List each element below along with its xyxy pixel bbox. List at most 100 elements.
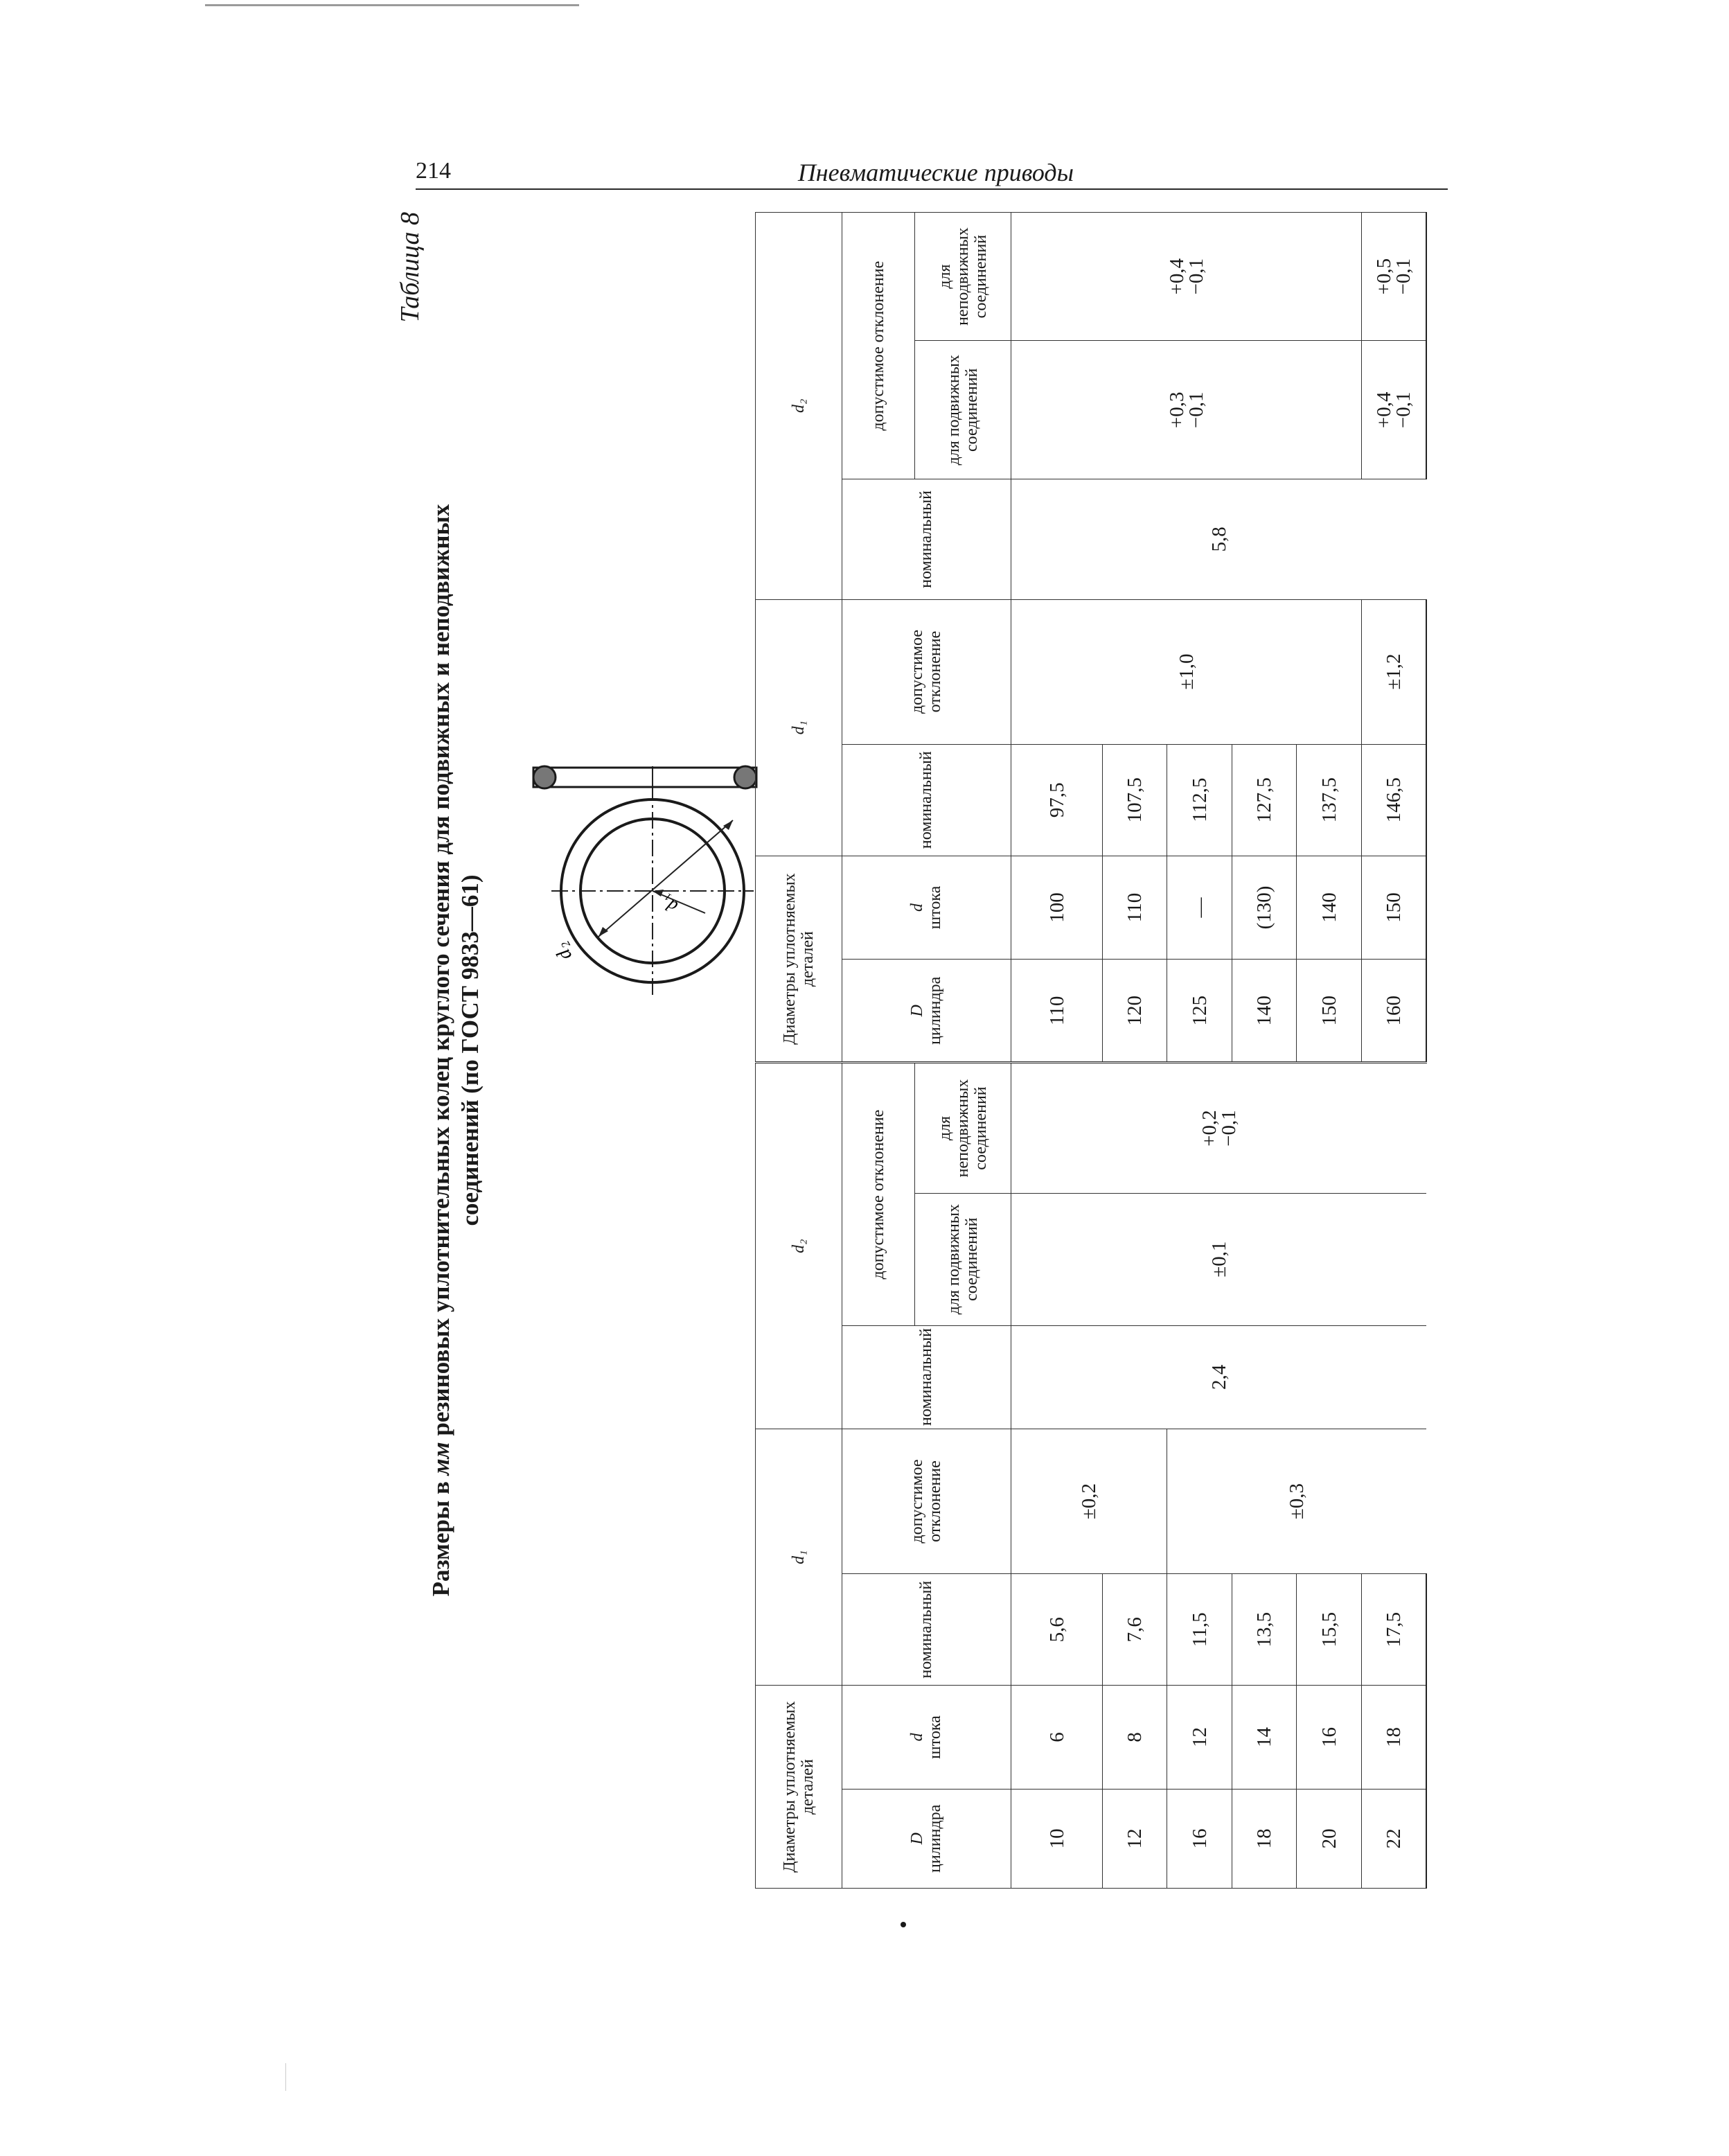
table-cell: 107,5 [1102,744,1167,856]
hdr-d2-right: d₂ [755,212,842,600]
table-title: Размеры в мм резиновых уплотнительных ко… [427,212,485,1889]
page-number: 214 [416,158,451,184]
stray-dot [901,1922,906,1927]
right-d2-static-b: +0,5−0,1 [1361,212,1426,341]
table-cell: 7,6 [1102,1573,1167,1686]
table-cell: 15,5 [1296,1573,1362,1686]
hdr-d1-nominal-right: номинальный [842,744,1011,856]
right-d2-static-a: +0,4−0,1 [1011,212,1362,341]
right-d2-static-b-minus: −0,1 [1392,258,1415,295]
hdr-d-text: штока [926,1715,945,1759]
hdr-d2-tolerance-right: допустимое отклонение [842,212,915,479]
figure-label-d2: d₂ [549,939,576,964]
table-cell: 125 [1167,959,1232,1063]
top-edge-rule [205,4,579,6]
hdr-D-letter: D [908,1005,927,1017]
hdr-diameters-left: Диаметры уплотняемых деталей [755,1685,842,1889]
table-cell: 18 [1232,1789,1297,1889]
table-cell: 146,5 [1361,744,1426,856]
table-cell: 120 [1102,959,1167,1063]
table-cell: 12 [1102,1789,1167,1889]
right-d1-tol-a: ±1,0 [1011,599,1362,745]
table-cell: 16 [1296,1685,1362,1790]
table-cell: 22 [1361,1789,1426,1889]
table-cell: 150 [1361,856,1426,960]
hdr-d-letter: d [908,1733,927,1742]
table-cell: 6 [1011,1685,1103,1790]
table-cell: 14 [1232,1685,1297,1790]
hdr-d1-tolerance-right: допустимое отклонение [842,599,1011,745]
table-cell: 18 [1361,1685,1426,1790]
right-d2-moving-a-minus: −0,1 [1185,391,1207,429]
hdr-d1-nominal-left: номинальный [842,1573,1011,1686]
table-cell: 16 [1167,1789,1232,1889]
table-cell: — [1167,856,1232,960]
table-cell: 13,5 [1232,1573,1297,1686]
table-cell: 11,5 [1167,1573,1232,1686]
table-cell: 12 [1167,1685,1232,1790]
table-cell: 110 [1011,959,1103,1063]
table-cell: 20 [1296,1789,1362,1889]
left-d2-static-minus: −0,1 [1217,1110,1240,1147]
table-cell: 140 [1296,856,1362,960]
hdr-D-text: цилиндра [926,976,945,1045]
right-d2-nom: 5,8 [1011,479,1426,600]
running-head: 214 Пневматические приводы [416,158,1448,190]
title-line2: соединений (по ГОСТ 9833—61) [456,874,484,1226]
hdr-D-text: цилиндра [926,1804,945,1873]
hdr-d1-left: d₁ [755,1429,842,1686]
hdr-d1-tolerance-left: допустимое отклонение [842,1429,1011,1574]
hdr-static-right: для неподвижных соединений [914,212,1011,341]
table-cell: 97,5 [1011,744,1103,856]
hdr-d2-nominal-left: номинальный [842,1325,1011,1429]
table-cell: 10 [1011,1789,1103,1889]
o-ring-figure: d₂ d₁ [532,765,758,995]
table-cell: 110 [1102,856,1167,960]
left-d1-tol-a: ±0,2 [1011,1429,1167,1574]
left-d1-tol-b: ±0,3 [1167,1429,1426,1574]
spec-table: Диаметры уплотняемых деталей d₁ d₂ Диаме… [755,212,1427,1889]
hdr-d1-right: d₁ [755,599,842,856]
table-cell: 17,5 [1361,1573,1426,1686]
left-d2-moving: ±0,1 [1011,1193,1426,1326]
table-cell: 127,5 [1232,744,1297,856]
hdr-d2-nominal-right: номинальный [842,479,1011,600]
title-prefix: Размеры в [427,1481,454,1597]
hdr-d2-tolerance-left: допустимое отклонение [842,1062,915,1326]
table-cell: 160 [1361,959,1426,1063]
right-d2-static-a-minus: −0,1 [1185,258,1207,295]
table-cell: 100 [1011,856,1103,960]
table-cell: 150 [1296,959,1362,1063]
figure-label-d1: d₁ [657,892,681,917]
title-line1: резиновых уплотнительных колец круглого … [427,504,454,1436]
hdr-d2-left: d₂ [755,1062,842,1429]
hdr-d-letter: d [908,903,927,912]
scan-mark [285,2063,286,2091]
left-d2-static: +0,2−0,1 [1011,1062,1426,1194]
right-d2-moving-b-minus: −0,1 [1392,391,1415,429]
hdr-moving-left: для подвижных соединений [914,1193,1011,1326]
hdr-diameters-right: Диаметры уплотняемых деталей [755,856,842,1063]
left-d2-nom: 2,4 [1011,1325,1426,1429]
rotated-table-block: Таблица 8 Размеры в мм резиновых уплотни… [395,212,1448,1889]
hdr-d-text: штока [926,885,945,930]
right-d2-moving-b: +0,4−0,1 [1361,340,1426,479]
running-title: Пневматические приводы [797,159,1074,186]
hdr-static-left: для неподвижных соединений [914,1062,1011,1194]
hdr-moving-right: для подвижных соединений [914,340,1011,479]
table-caption: Таблица 8 [396,212,425,323]
table-cell: 137,5 [1296,744,1362,856]
table-cell: 112,5 [1167,744,1232,856]
title-unit: мм [427,1442,454,1476]
table-cell: 5,6 [1011,1573,1103,1686]
table-cell: (130) [1232,856,1297,960]
table-cell: 8 [1102,1685,1167,1790]
table-cell: 140 [1232,959,1297,1063]
hdr-D-letter: D [908,1832,927,1845]
right-d1-tol-b: ±1,2 [1361,599,1426,745]
right-d2-moving-a: +0,3−0,1 [1011,340,1362,479]
